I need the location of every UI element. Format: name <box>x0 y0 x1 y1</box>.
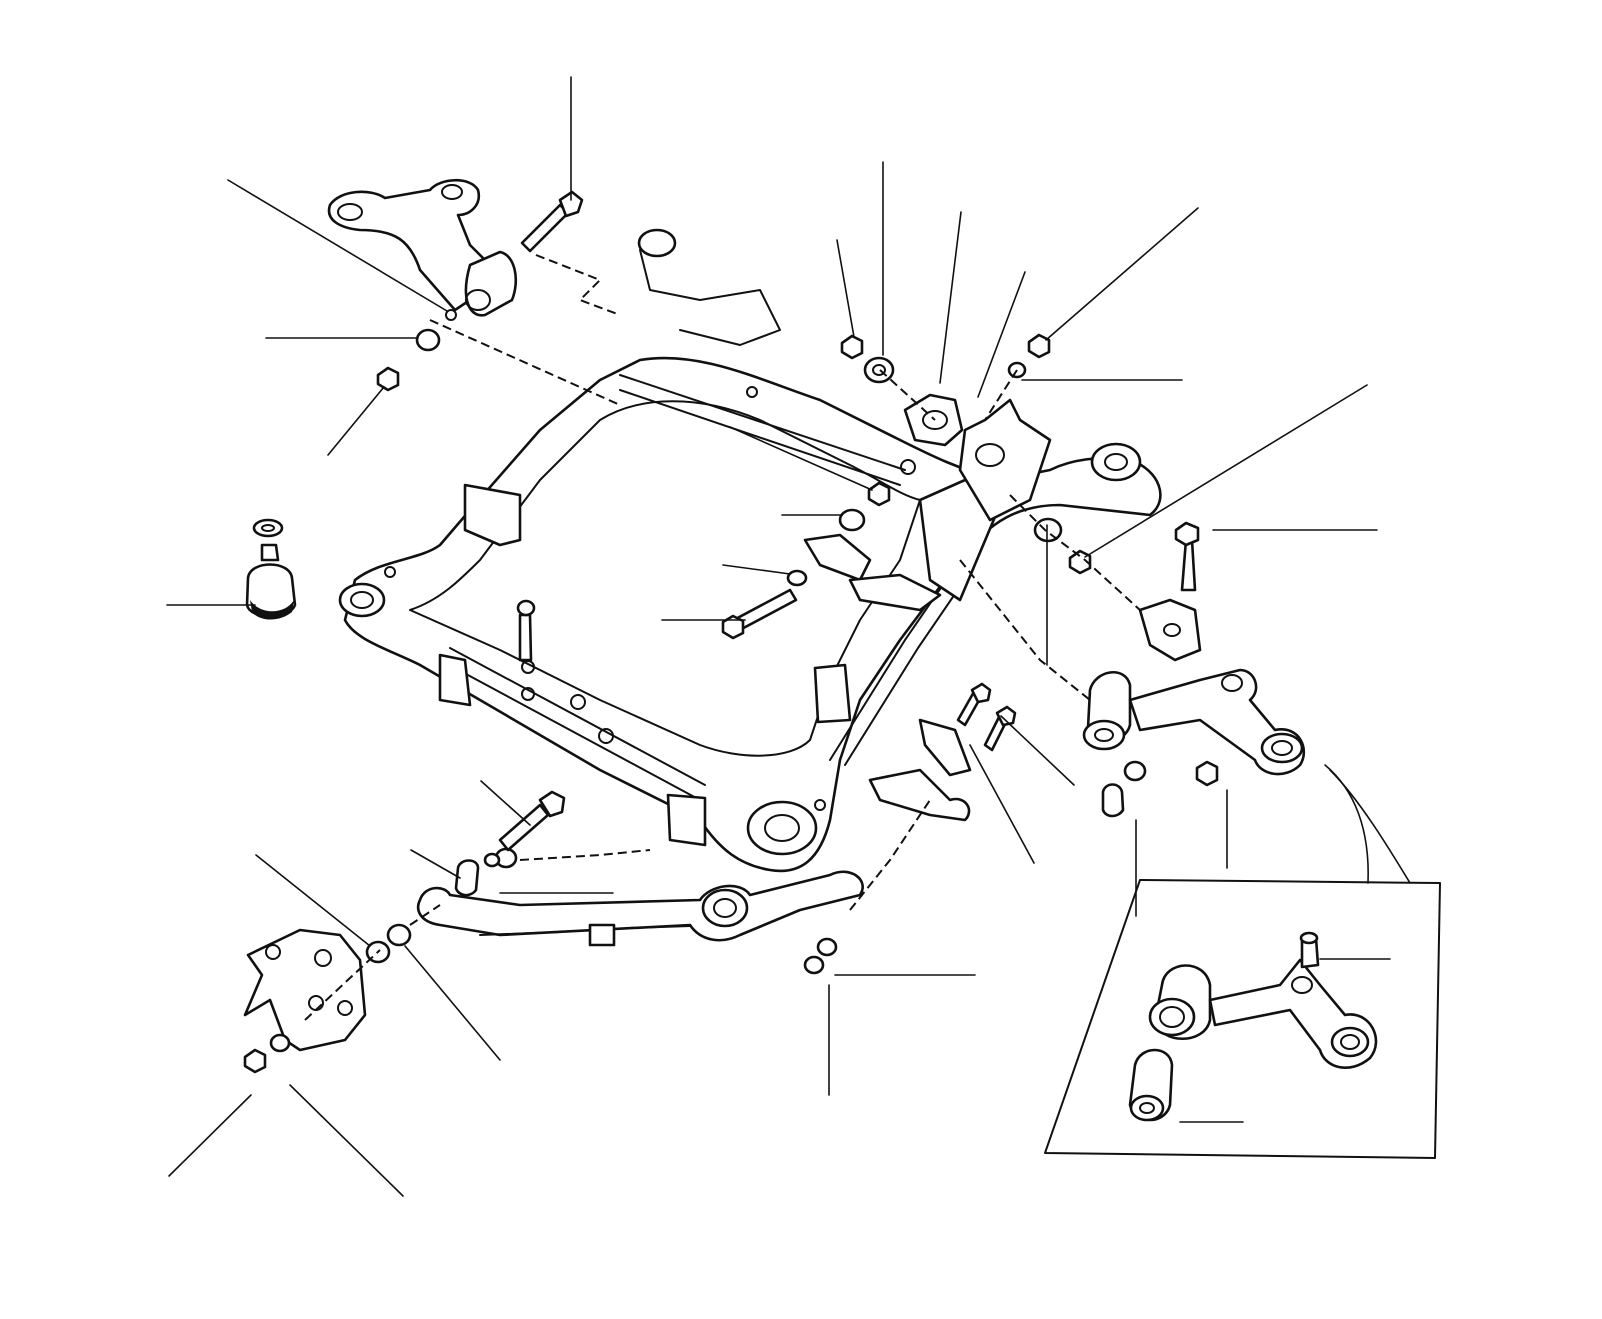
leader-line <box>939 211 962 384</box>
inset-bushing-detail <box>1044 764 1441 1159</box>
left-rear-mount-bracket <box>327 178 517 321</box>
assembly-dashed-lines <box>304 254 1141 1021</box>
front-lower-arm <box>416 870 864 947</box>
leader-line <box>977 271 1026 398</box>
rear-lower-arm <box>1082 668 1306 776</box>
leader-line <box>227 179 448 312</box>
leader-line <box>410 849 461 879</box>
leader-line <box>404 945 501 1061</box>
leader-line <box>1084 384 1368 558</box>
leader-line <box>480 780 531 826</box>
engine-mount-buffer <box>245 518 297 620</box>
leader-line <box>289 1084 404 1197</box>
fasteners <box>243 328 1219 1074</box>
leader-lines <box>166 76 1391 1197</box>
leader-line <box>327 386 385 456</box>
upper-bolt <box>520 190 584 253</box>
leader-line <box>255 854 371 947</box>
leader-line <box>1000 715 1075 786</box>
leader-line <box>168 1094 252 1177</box>
front-left-mount-bracket <box>243 928 367 1052</box>
leader-line <box>729 426 873 491</box>
right-rear-mount-bracket <box>903 393 1202 662</box>
leader-line <box>836 239 855 338</box>
leader-line <box>1045 207 1199 341</box>
leader-line <box>969 744 1035 864</box>
subframe <box>338 228 1162 873</box>
leader-line <box>722 564 791 575</box>
